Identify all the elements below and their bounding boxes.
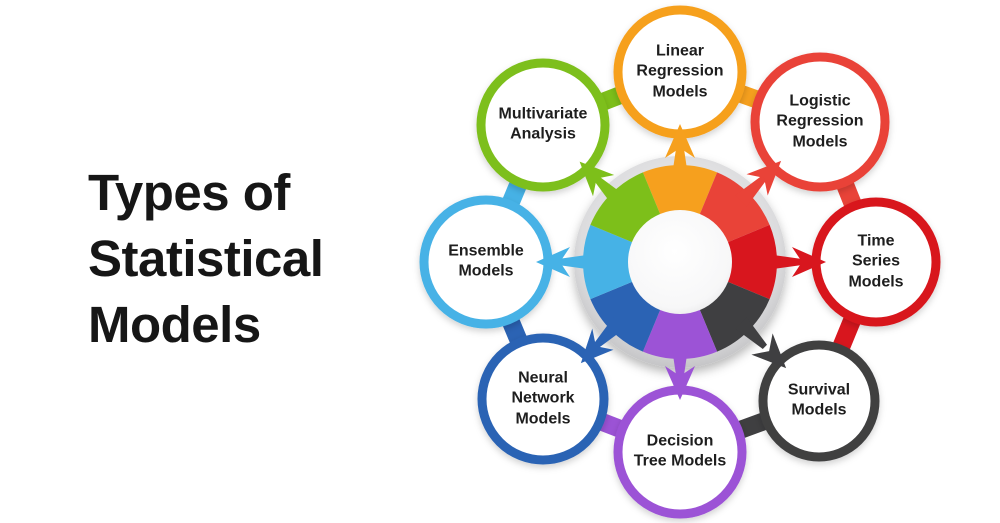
arrow-head xyxy=(580,328,614,364)
arrow-head xyxy=(579,161,615,197)
wheel-hub xyxy=(628,210,732,314)
circle-linear-regression xyxy=(613,5,747,139)
arrow-head xyxy=(665,124,695,158)
arrow-stem xyxy=(735,317,767,349)
circle-logistic-regression xyxy=(750,52,890,192)
arrow-head xyxy=(751,333,787,369)
node-circles xyxy=(419,5,941,519)
circle-neural-network xyxy=(477,333,609,465)
center-wheel xyxy=(536,124,826,400)
circle-time-series xyxy=(811,197,941,327)
circle-survival xyxy=(758,340,880,462)
arrow-stem xyxy=(735,175,767,207)
page-title: Types of Statistical Models xyxy=(88,160,324,358)
arrow-head xyxy=(792,247,826,277)
circle-multivariate xyxy=(476,58,610,192)
arrow-head xyxy=(746,160,782,196)
arrow-stem xyxy=(593,175,625,207)
arrow-head xyxy=(536,247,570,277)
circle-ensemble xyxy=(419,195,553,329)
circle-decision-tree xyxy=(613,385,747,519)
arrow-stem xyxy=(558,254,594,270)
title-line-1: Types of xyxy=(88,164,290,221)
arrow-stem xyxy=(593,317,625,349)
title-line-3: Models xyxy=(88,296,261,353)
arrow-head xyxy=(665,366,695,400)
title-line-2: Statistical xyxy=(88,230,324,287)
arrow-stem xyxy=(766,254,802,270)
